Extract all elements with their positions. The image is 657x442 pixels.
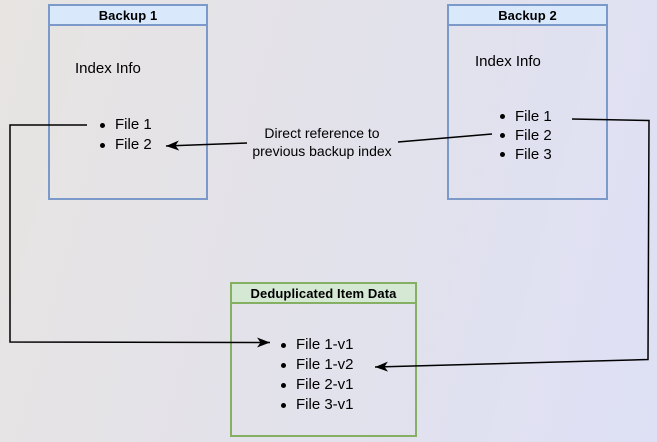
list-item: File 2 (498, 126, 552, 145)
backup1-title: Backup 1 (50, 6, 206, 26)
list-item: File 1-v1 (279, 335, 354, 355)
list-item: File 3-v1 (279, 395, 354, 415)
backup2-title: Backup 2 (449, 6, 606, 26)
dedup-title: Deduplicated Item Data (232, 284, 415, 304)
list-item: File 1 (98, 115, 152, 135)
list-item: File 1-v2 (279, 355, 354, 375)
list-item: File 1 (498, 107, 552, 126)
backup1-subtitle: Index Info (75, 60, 141, 77)
list-item: File 2-v1 (279, 375, 354, 395)
list-item: File 2 (98, 135, 152, 155)
direct-reference-label: Direct reference to previous backup inde… (252, 125, 392, 159)
list-item: File 3 (498, 145, 552, 164)
backup2-subtitle: Index Info (475, 53, 541, 70)
